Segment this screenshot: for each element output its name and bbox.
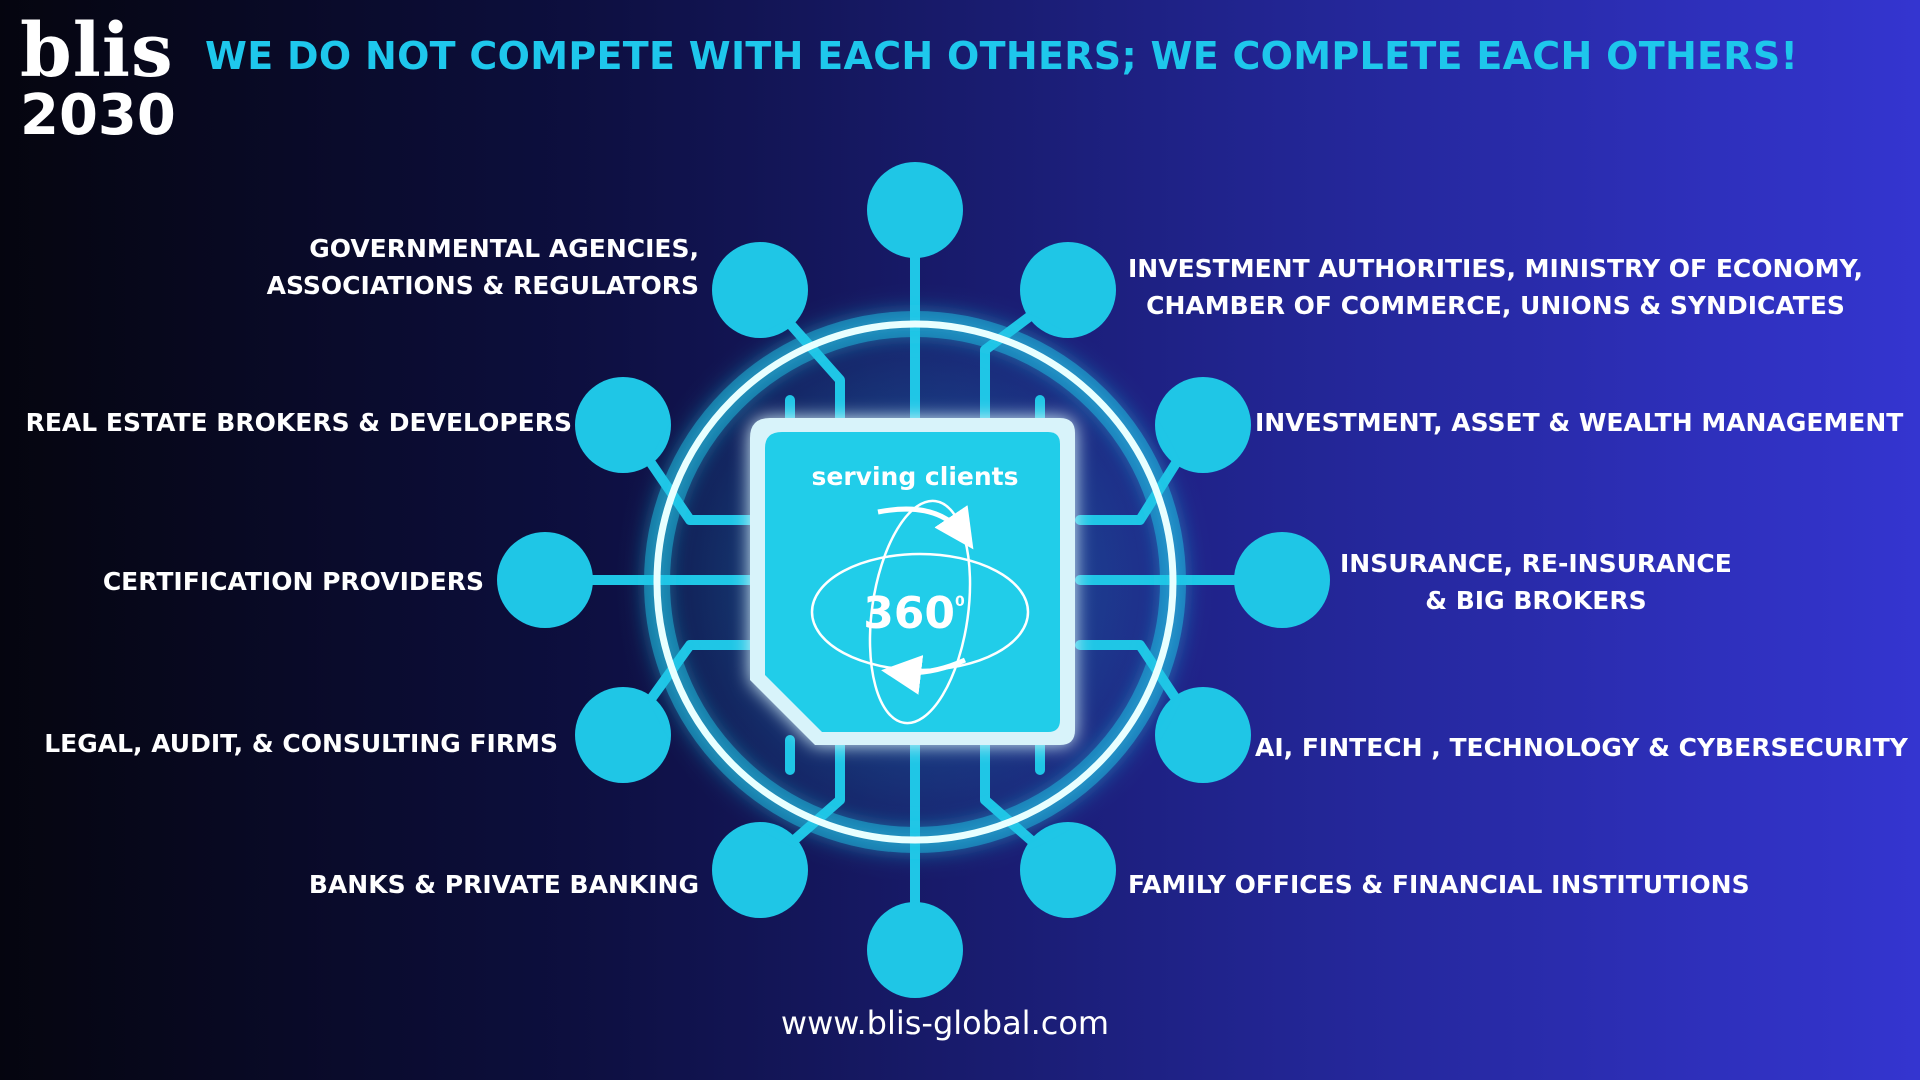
central-chip: serving clients 3600 [750,418,1075,745]
node-insurance [1234,532,1330,628]
hub-caption: serving clients [812,462,1019,491]
label-line: FAMILY OFFICES & FINANCIAL INSTITUTIONS [1128,870,1750,899]
label-governmental: GOVERNMENTAL AGENCIES, ASSOCIATIONS & RE… [267,230,699,304]
headline: WE DO NOT COMPETE WITH EACH OTHERS; WE C… [205,34,1799,78]
label-line: CERTIFICATION PROVIDERS [102,567,484,596]
stakeholder-nodes [497,162,1330,998]
label-line: INVESTMENT AUTHORITIES, MINISTRY OF ECON… [1128,254,1864,283]
node-bottom [867,902,963,998]
node-certification [497,532,593,628]
label-certification: CERTIFICATION PROVIDERS [103,563,484,600]
label-line: LEGAL, AUDIT, & CONSULTING FIRMS [44,729,558,758]
label-line: REAL ESTATE BROKERS & DEVELOPERS [25,408,572,437]
hub-value: 3600 [863,588,965,639]
label-banks: BANKS & PRIVATE BANKING [309,866,699,903]
label-line: & BIG BROKERS [1425,586,1647,615]
rotate-arrow-top-icon [877,505,974,550]
label-line: BANKS & PRIVATE BANKING [308,870,699,899]
logo-wordmark: blis [20,14,174,78]
label-line: ASSOCIATIONS & REGULATORS [266,271,699,300]
label-line: CHAMBER OF COMMERCE, UNIONS & SYNDICATES [1146,291,1845,320]
label-wealth-management: INVESTMENT, ASSET & WEALTH MANAGEMENT [1255,404,1903,441]
label-line: INVESTMENT, ASSET & WEALTH MANAGEMENT [1255,408,1904,437]
label-family-offices: FAMILY OFFICES & FINANCIAL INSTITUTIONS [1128,866,1750,903]
label-technology: AI, FINTECH , TECHNOLOGY & CYBERSECURITY [1255,729,1908,766]
hub-value-number: 360 [863,588,955,639]
rotate-arrow-bottom-icon [881,655,967,695]
label-investment-authorities: INVESTMENT AUTHORITIES, MINISTRY OF ECON… [1128,250,1863,324]
orbit-tilted [868,499,972,725]
logo-year: 2030 [20,83,176,148]
blis-logo: blis 2030 [20,14,176,144]
hub-value-degree: 0 [955,594,965,610]
label-real-estate: REAL ESTATE BROKERS & DEVELOPERS [26,404,572,441]
label-line: INSURANCE, RE-INSURANCE [1340,549,1732,578]
label-line: AI, FINTECH , TECHNOLOGY & CYBERSECURITY [1255,733,1908,762]
label-line: GOVERNMENTAL AGENCIES, [309,234,699,263]
website-link[interactable]: www.blis-global.com [780,1004,1110,1042]
label-insurance: INSURANCE, RE-INSURANCE & BIG BROKERS [1340,545,1732,619]
label-legal: LEGAL, AUDIT, & CONSULTING FIRMS [44,725,558,762]
node-top [867,162,963,258]
